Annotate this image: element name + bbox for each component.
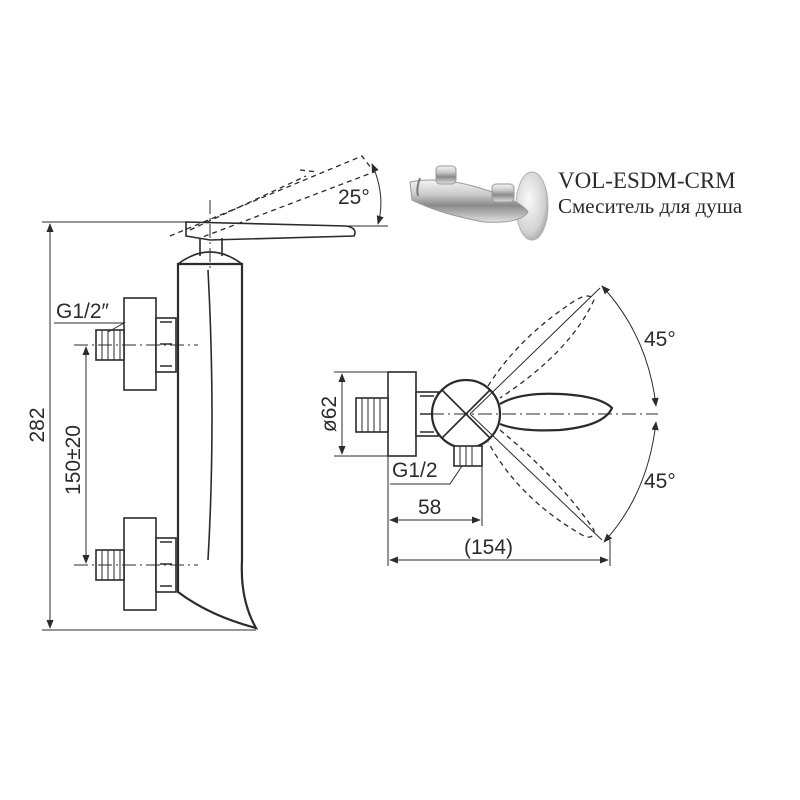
lever-raised-outline	[169, 155, 376, 239]
label-diameter: ø62	[318, 396, 341, 432]
label-thread-outlet: G1/2	[392, 459, 438, 482]
side-view	[42, 155, 388, 631]
model-code: VOL-ESDM-CRM	[558, 168, 736, 193]
label-swing-down: 45°	[644, 470, 676, 493]
bottom-eccentric	[123, 517, 157, 611]
top-eccentric	[123, 297, 157, 391]
angle-45-up-arc	[601, 285, 659, 407]
angle-45-down-arc	[603, 421, 659, 543]
lever	[185, 221, 356, 241]
lever-swing-up	[487, 295, 595, 399]
top-view	[334, 285, 659, 566]
label-total-height: 282	[26, 407, 49, 442]
label-depth-154: (154)	[464, 536, 513, 559]
mixer-body	[176, 262, 259, 630]
lever-top	[499, 392, 614, 432]
label-lever-angle: 25°	[338, 186, 370, 209]
angle-25-arc	[371, 163, 384, 225]
outlet-thread	[453, 445, 483, 467]
label-thread-side: G1/2″	[56, 300, 110, 323]
wall-plate	[387, 371, 417, 457]
lever-swing-down	[487, 429, 595, 538]
product-description: Смеситель для душа	[558, 194, 743, 218]
label-swing-up: 45°	[644, 328, 676, 351]
label-center-distance: 150±20	[62, 425, 85, 495]
product-photo	[409, 165, 549, 241]
label-depth-58: 58	[418, 496, 441, 519]
